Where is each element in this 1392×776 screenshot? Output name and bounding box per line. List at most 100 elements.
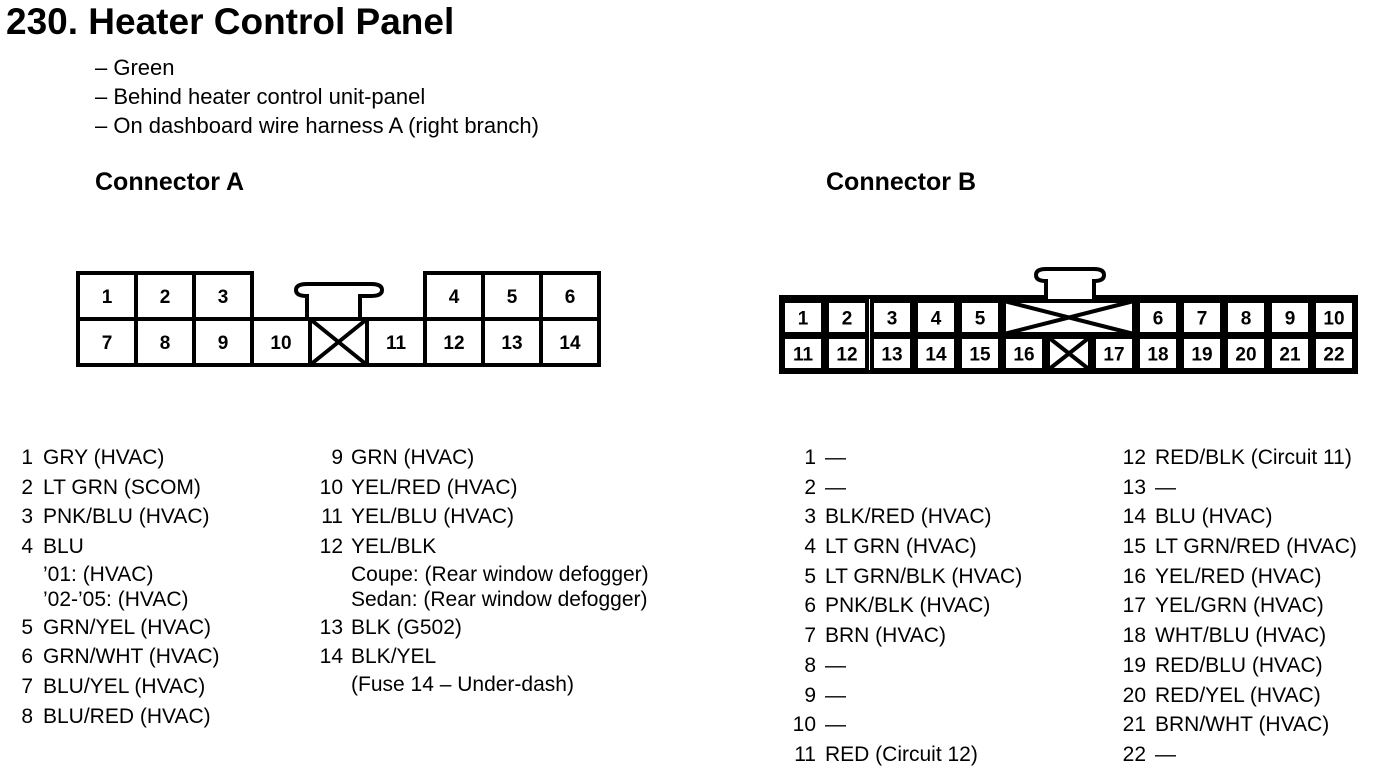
pin-cell [781,335,825,372]
pin-number: 2 [160,287,171,308]
wire-description: RED (Circuit 12) [825,742,978,766]
pin-number: 20 [1235,344,1256,365]
wire-sub-description: Coupe: (Rear window defogger) [351,562,649,586]
pin-cell [914,335,958,372]
pin-number: 17 [1122,594,1146,618]
pinout-row: 6 PNK/BLK (HVAC) [0,591,1392,621]
wire-description: BLU [43,535,84,559]
pinout-row: 5 GRN/YEL (HVAC) [0,613,1392,643]
pinout-row: 16 YEL/RED (HVAC) [0,562,1392,592]
wire-description: — [1155,742,1176,766]
pin-cell [781,299,825,336]
pin-number: 13 [319,615,343,639]
pin-number: 9 [218,333,229,354]
pin-number: 12 [443,333,464,354]
pin-cell [423,317,485,367]
pin-number: 4 [449,287,460,308]
wire-description: — [825,446,846,469]
pin-number: 1 [21,446,33,469]
pin-number: 5 [507,287,518,308]
pin-number: 4 [804,535,816,559]
pin-cell [192,271,254,321]
connector-b-title: Connector B [826,168,976,196]
pin-number: 7 [102,333,113,354]
pin-number: 19 [1122,653,1146,677]
pin-number: 7 [21,675,33,699]
page-title: 230. Heater Control Panel [6,1,455,42]
pin-cell [539,317,601,367]
wire-description: GRN/YEL (HVAC) [43,615,212,639]
pinout-row: 21 BRN/WHT (HVAC) [0,710,1392,740]
pinout-row: 2— [0,473,1392,503]
pin-number: 5 [21,615,33,639]
pinout-row: 9 GRN (HVAC) [0,443,1392,473]
pinout-row: 22 — [0,740,1392,770]
wire-description: PNK/BLK (HVAC) [825,594,991,618]
pin-number: 8 [21,704,33,728]
pin-cell [1312,335,1356,372]
pin-number: 1 [798,308,809,329]
pin-number: 19 [1191,344,1212,365]
pin-number: 9 [331,446,343,469]
pin-number: 3 [218,287,229,308]
pin-number: 14 [925,344,947,365]
pin-cell [1136,299,1180,336]
pin-number: 3 [887,308,898,329]
wire-description: — [825,713,846,737]
wire-description: GRN (HVAC) [351,446,475,469]
pin-cell [1224,299,1268,336]
pin-number: 16 [1122,564,1146,588]
wire-description: RED/BLK (Circuit 11) [1155,446,1352,469]
wire-description: BRN/WHT (HVAC) [1155,713,1330,737]
pin-number: 10 [270,333,291,354]
wire-description: BLK/RED (HVAC) [825,505,992,529]
pin-cell [1224,335,1268,372]
wire-description: BLU (HVAC) [1155,505,1273,529]
wire-description: RED/YEL (HVAC) [1155,683,1321,707]
note-location: – Behind heater control unit-panel [95,84,426,109]
pin-number: 17 [1103,344,1124,365]
pin-number: 6 [804,594,816,618]
wire-sub-description: ’01: (HVAC) [43,562,154,586]
pin-number: 22 [1122,742,1146,766]
note-harness: – On dashboard wire harness A (right bra… [95,113,539,138]
wire-sub-description: (Fuse 14 – Under-dash) [351,673,574,697]
pin-cell [870,335,914,372]
note-color: – Green [95,55,175,80]
pin-number: 10 [319,475,343,499]
wire-description: — [1155,475,1176,499]
pin-number: 6 [1153,308,1164,329]
pin-number: 21 [1122,713,1146,737]
pin-number: 8 [1241,308,1252,329]
pin-number: 1 [102,287,113,308]
pin-number: 21 [1279,344,1301,365]
wire-description: LT GRN (HVAC) [825,535,977,559]
pin-cell [825,335,869,372]
wire-description: PNK/BLU (HVAC) [43,505,210,529]
pin-cell [1002,335,1046,372]
pin-number: 18 [1122,624,1146,648]
pin-number: 2 [804,475,816,499]
wire-description: GRY (HVAC) [43,446,165,469]
connector-a-title: Connector A [95,168,245,196]
wire-sub-description: Sedan: (Rear window defogger) [351,588,648,612]
pin-cell [1312,299,1356,336]
pin-number: 11 [386,333,407,354]
connector-latch [1033,267,1107,301]
pin-number: 4 [21,535,33,559]
wire-description: YEL/RED (HVAC) [1155,564,1322,588]
wire-description: YEL/RED (HVAC) [351,475,518,499]
wire-sub-description: ’02-’05: (HVAC) [43,588,189,612]
